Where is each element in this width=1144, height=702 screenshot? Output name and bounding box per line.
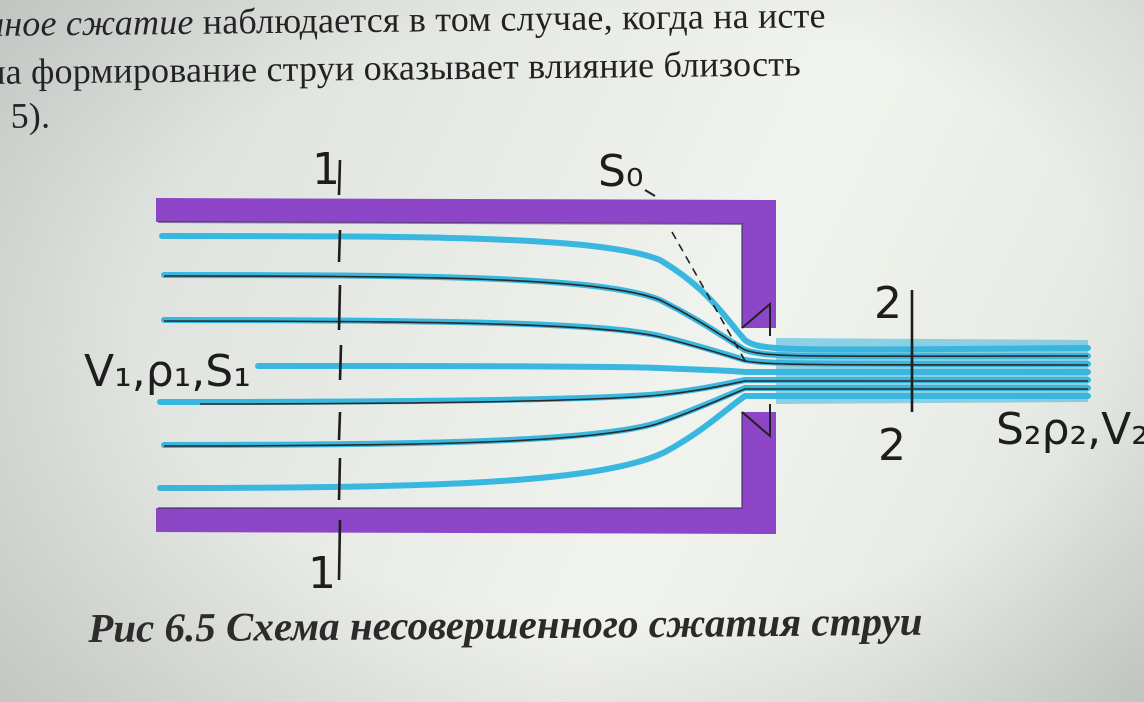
orifice-pointer (644, 189, 656, 197)
orifice-area-label: S₀ (598, 146, 644, 197)
section-1-top-label: 1 (312, 144, 340, 195)
right-wall-lower (742, 412, 776, 530)
vessel-walls (156, 198, 776, 534)
ink-stream-lines (163, 275, 1089, 447)
orifice-edge-top (741, 301, 771, 336)
ink-line-1 (163, 275, 1089, 358)
vessel-outline (157, 221, 743, 509)
section-1-bottom-label: 1 (308, 548, 336, 599)
inlet-parameters-label: V₁,ρ₁,S₁ (84, 346, 251, 397)
section-2-bottom-label: 2 (878, 420, 906, 471)
ink-line-2 (163, 320, 1089, 366)
bottom-wall (156, 508, 776, 534)
section-2-top-label: 2 (874, 278, 902, 329)
ink-line-3 (199, 380, 1088, 405)
outlet-parameters-label: S₂ρ₂,V₂ (996, 404, 1144, 455)
section-1-line (337, 159, 343, 581)
figure-caption: Рис 6.5 Схема несовершенного сжатия стру… (88, 597, 923, 651)
jet-body (776, 338, 1088, 404)
top-wall (156, 198, 776, 224)
orifice-edge-bottom (741, 404, 771, 439)
orifice-dashed-line (671, 231, 749, 367)
right-wall-upper (742, 212, 776, 328)
ink-line-4 (163, 388, 1088, 447)
